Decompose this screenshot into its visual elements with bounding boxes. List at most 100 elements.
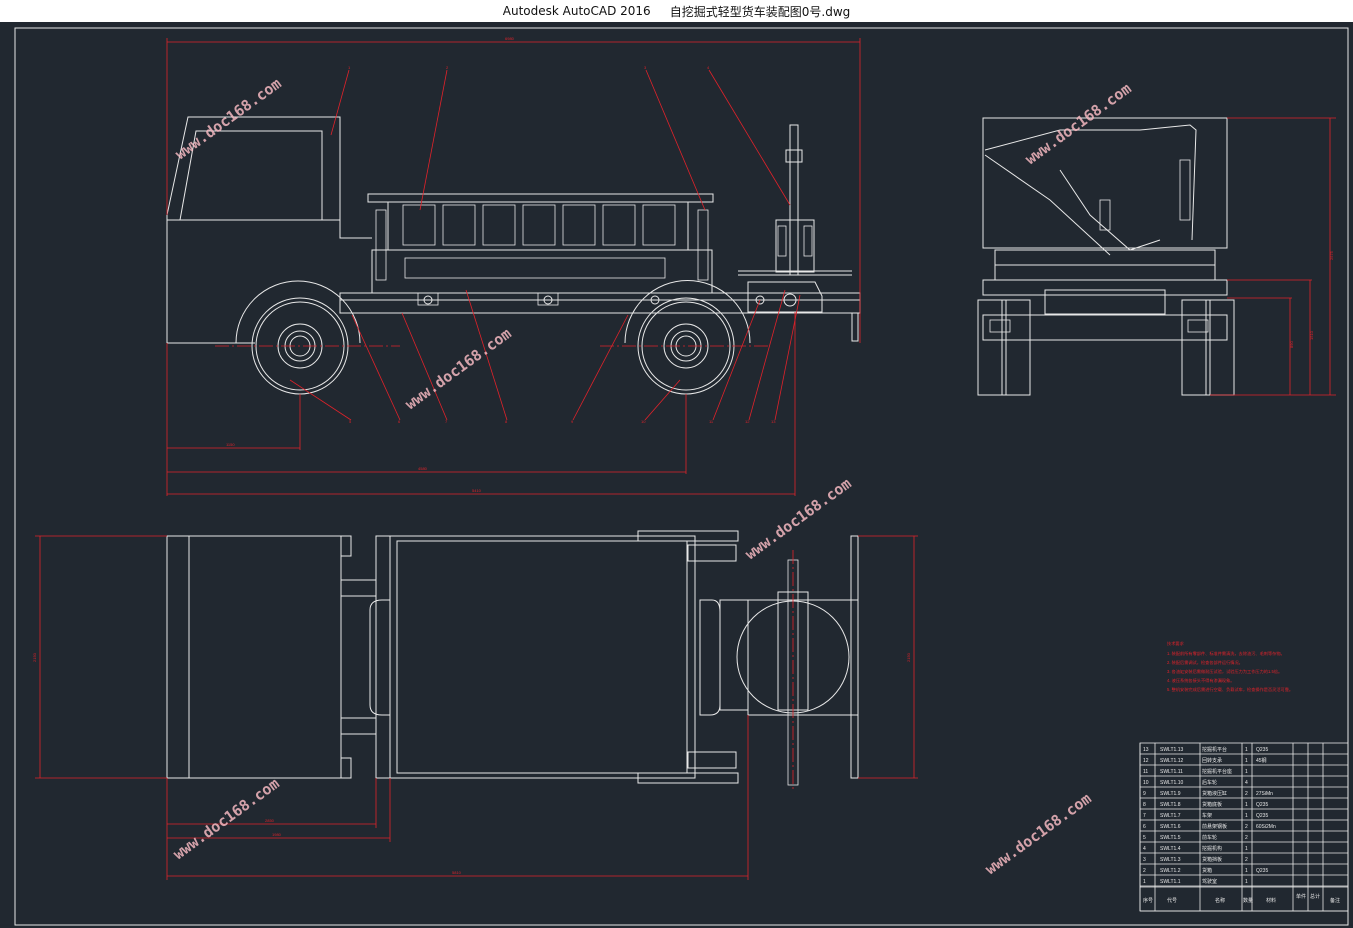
svg-text:5810: 5810 — [452, 870, 462, 875]
svg-text:10: 10 — [641, 419, 646, 424]
bom-cell: 4 — [1143, 846, 1146, 852]
svg-text:4: 4 — [707, 65, 710, 70]
bom-cell: 1 — [1245, 769, 1248, 775]
drawing-border — [14, 27, 1349, 926]
window-titlebar: Autodesk AutoCAD 2016 自挖掘式轻型货车装配图0号.dwg — [0, 0, 1353, 22]
bom-cell: 8 — [1143, 802, 1146, 808]
watermarks: www.doc168.com www.doc168.com www.doc168… — [170, 74, 1135, 878]
svg-text:4580: 4580 — [418, 466, 428, 471]
bom-cell: 车架 — [1202, 812, 1212, 819]
svg-text:名称: 名称 — [1215, 897, 1225, 904]
bom-cell: 1 — [1245, 846, 1248, 852]
rear-view: 2575 1510 890 — [977, 117, 1336, 396]
svg-text:技术要求: 技术要求 — [1167, 640, 1185, 647]
svg-text:4. 液压系统各接头不得有渗漏现象。: 4. 液压系统各接头不得有渗漏现象。 — [1167, 677, 1234, 684]
dim-overall-length: 6980 — [505, 36, 515, 41]
svg-text:1: 1 — [348, 65, 351, 70]
bom-cell: 前悬架钢板 — [1202, 823, 1227, 830]
bom-cell: Q235 — [1256, 802, 1268, 808]
svg-text:1980: 1980 — [272, 832, 282, 837]
svg-text:2575: 2575 — [1329, 250, 1334, 260]
bom-cell: 2 — [1245, 835, 1248, 841]
svg-text:13: 13 — [771, 419, 776, 424]
svg-text:www.doc168.com: www.doc168.com — [172, 74, 285, 163]
bom-cell: 后车轮 — [1202, 779, 1217, 786]
svg-text:5410: 5410 — [472, 488, 482, 493]
svg-text:11: 11 — [709, 419, 714, 424]
svg-text:www.doc168.com: www.doc168.com — [402, 324, 515, 413]
svg-text:单件: 单件 — [1296, 893, 1306, 900]
bom-cell: 货箱液压缸 — [1202, 790, 1227, 797]
rear-wheel — [624, 280, 751, 395]
bom-cell: 2 — [1245, 791, 1248, 797]
bom-cell: 1 — [1245, 868, 1248, 874]
callout-leaders: 1 2 3 4 5 6 7 8 9 10 11 12 13 — [289, 65, 801, 424]
bom-cell: SWLT1.11 — [1160, 769, 1183, 775]
app-name: Autodesk AutoCAD 2016 — [502, 4, 651, 18]
bom-cell: SWLT1.10 — [1160, 780, 1183, 786]
bom-cell: 45钢 — [1256, 757, 1267, 764]
svg-text:3: 3 — [644, 65, 647, 70]
svg-text:7: 7 — [445, 419, 448, 424]
bom-cell: 1 — [1245, 879, 1248, 885]
svg-text:www.doc168.com: www.doc168.com — [742, 474, 855, 563]
svg-text:2: 2 — [446, 65, 449, 70]
bom-cell: 4 — [1245, 780, 1248, 786]
file-name: 自挖掘式轻型货车装配图0号.dwg — [669, 4, 851, 19]
svg-text:5. 整机安装完成后需进行空载、负载试车，检查操作是否灵活可: 5. 整机安装完成后需进行空载、负载试车，检查操作是否灵活可靠。 — [1167, 686, 1293, 693]
bom-cell: 60Si2Mn — [1256, 824, 1276, 830]
svg-text:1510: 1510 — [1309, 330, 1314, 340]
svg-text:数量: 数量 — [1243, 897, 1253, 904]
svg-text:6: 6 — [398, 419, 401, 424]
bom-cell: 13 — [1143, 747, 1149, 753]
plan-view: 2150 2150 2850 1980 5810 — [32, 530, 918, 880]
bom-cell: SWLT1.5 — [1160, 835, 1181, 841]
bom-cell: Q235 — [1256, 868, 1268, 874]
bom-cell: 1 — [1245, 747, 1248, 753]
bom-cell: Q235 — [1256, 747, 1268, 753]
bom-cell: 挖掘机平台座 — [1202, 768, 1232, 775]
bom-cell: SWLT1.2 — [1160, 868, 1181, 874]
svg-text:www.doc168.com: www.doc168.com — [1022, 79, 1135, 168]
bom-cell: 2 — [1143, 868, 1146, 874]
bom-cell: 27SiMn — [1256, 791, 1273, 797]
bom-cell: 2 — [1245, 857, 1248, 863]
bom-cell: 货箱底板 — [1202, 801, 1222, 808]
bom-cell: SWLT1.3 — [1160, 857, 1181, 863]
bom-cell: 10 — [1143, 780, 1149, 786]
excavator-side — [738, 124, 852, 313]
bom-cell: 1 — [1245, 758, 1248, 764]
bom-cell: SWLT1.9 — [1160, 791, 1181, 797]
bom-cell: 挖掘机构 — [1202, 845, 1222, 852]
bom-cell: 挖掘机平台 — [1202, 746, 1227, 753]
svg-text:2. 装配后需调试，检查各部件运行情况。: 2. 装配后需调试，检查各部件运行情况。 — [1167, 659, 1243, 666]
svg-text:备注: 备注 — [1330, 897, 1340, 904]
front-wheel — [235, 280, 361, 395]
bom-cell: 货箱挡板 — [1202, 856, 1222, 863]
svg-text:890: 890 — [1289, 341, 1294, 348]
svg-text:2150: 2150 — [32, 652, 37, 662]
bom-cell: 3 — [1143, 857, 1146, 863]
svg-text:序号: 序号 — [1143, 897, 1153, 904]
svg-text:2850: 2850 — [265, 818, 275, 823]
bom-cell: 7 — [1143, 813, 1146, 819]
drawing-viewport[interactable]: 6980 1150 4580 5410 1 2 3 4 5 6 7 8 9 10… — [0, 22, 1353, 928]
cargo-box-top — [367, 193, 714, 203]
bom-cell: 6 — [1143, 824, 1146, 830]
cad-drawing[interactable]: 6980 1150 4580 5410 1 2 3 4 5 6 7 8 9 10… — [0, 22, 1353, 928]
bom-cell: 1 — [1245, 802, 1248, 808]
bom-cell: Q235 — [1256, 813, 1268, 819]
bom-cell: 驾驶室 — [1202, 878, 1217, 885]
bom-cell: SWLT1.8 — [1160, 802, 1181, 808]
svg-text:www.doc168.com: www.doc168.com — [982, 789, 1095, 878]
svg-text:1150: 1150 — [226, 442, 235, 447]
bom-cell: 1 — [1143, 879, 1146, 885]
svg-text:3. 各油缸安装后需做耐压试验，试验压力为工作压力的1.5倍: 3. 各油缸安装后需做耐压试验，试验压力为工作压力的1.5倍。 — [1167, 668, 1282, 675]
bom-cell: 11 — [1143, 769, 1148, 775]
bom-cell: 前车轮 — [1202, 834, 1217, 841]
bom-cell: SWLT1.6 — [1160, 824, 1181, 830]
svg-text:总计: 总计 — [1310, 893, 1320, 900]
bom-cell: 9 — [1143, 791, 1146, 797]
bom-cell: 5 — [1143, 835, 1146, 841]
